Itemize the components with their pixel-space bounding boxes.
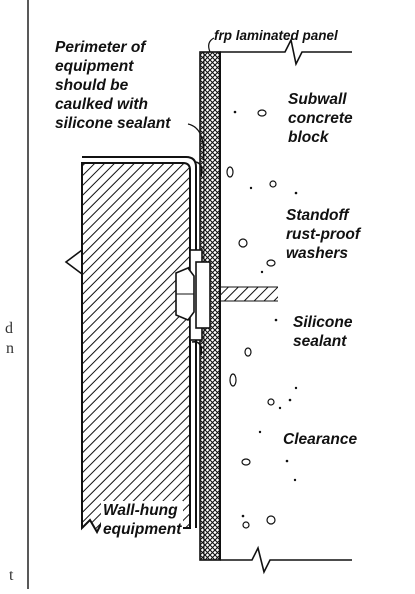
bolt-shank [220,287,278,301]
sealant-label: Silicone sealant [293,314,353,350]
concrete-dots [233,110,298,518]
sealant-bead-mid [191,340,203,356]
frp-leader-line [208,37,215,53]
edge-fragment-2: n [6,340,14,357]
frp-panel-label: frp laminated panel [214,28,338,43]
perimeter-leader-line [187,123,205,161]
edge-fragment-1: d [5,320,13,337]
bolt-plate [195,261,211,329]
subwall-top-break-line [220,37,352,67]
subwall-bottom-break-line [220,545,352,575]
clearance-label: Clearance [283,431,358,448]
sealant-bead-top [195,161,203,177]
equipment-break-notch [64,249,83,275]
edge-fragment-3: t [9,567,14,584]
perimeter-caulk-label: Perimeter of equipment should be caulked… [55,39,171,132]
subwall-label: Subwall concrete block [288,91,353,146]
equipment-label: Wall-hung equipment [101,501,184,539]
concrete-aggregate [226,109,277,529]
washers-label: Standoff rust-proof washers [286,207,361,262]
equipment-body [81,162,191,535]
equipment-flange [82,156,197,528]
